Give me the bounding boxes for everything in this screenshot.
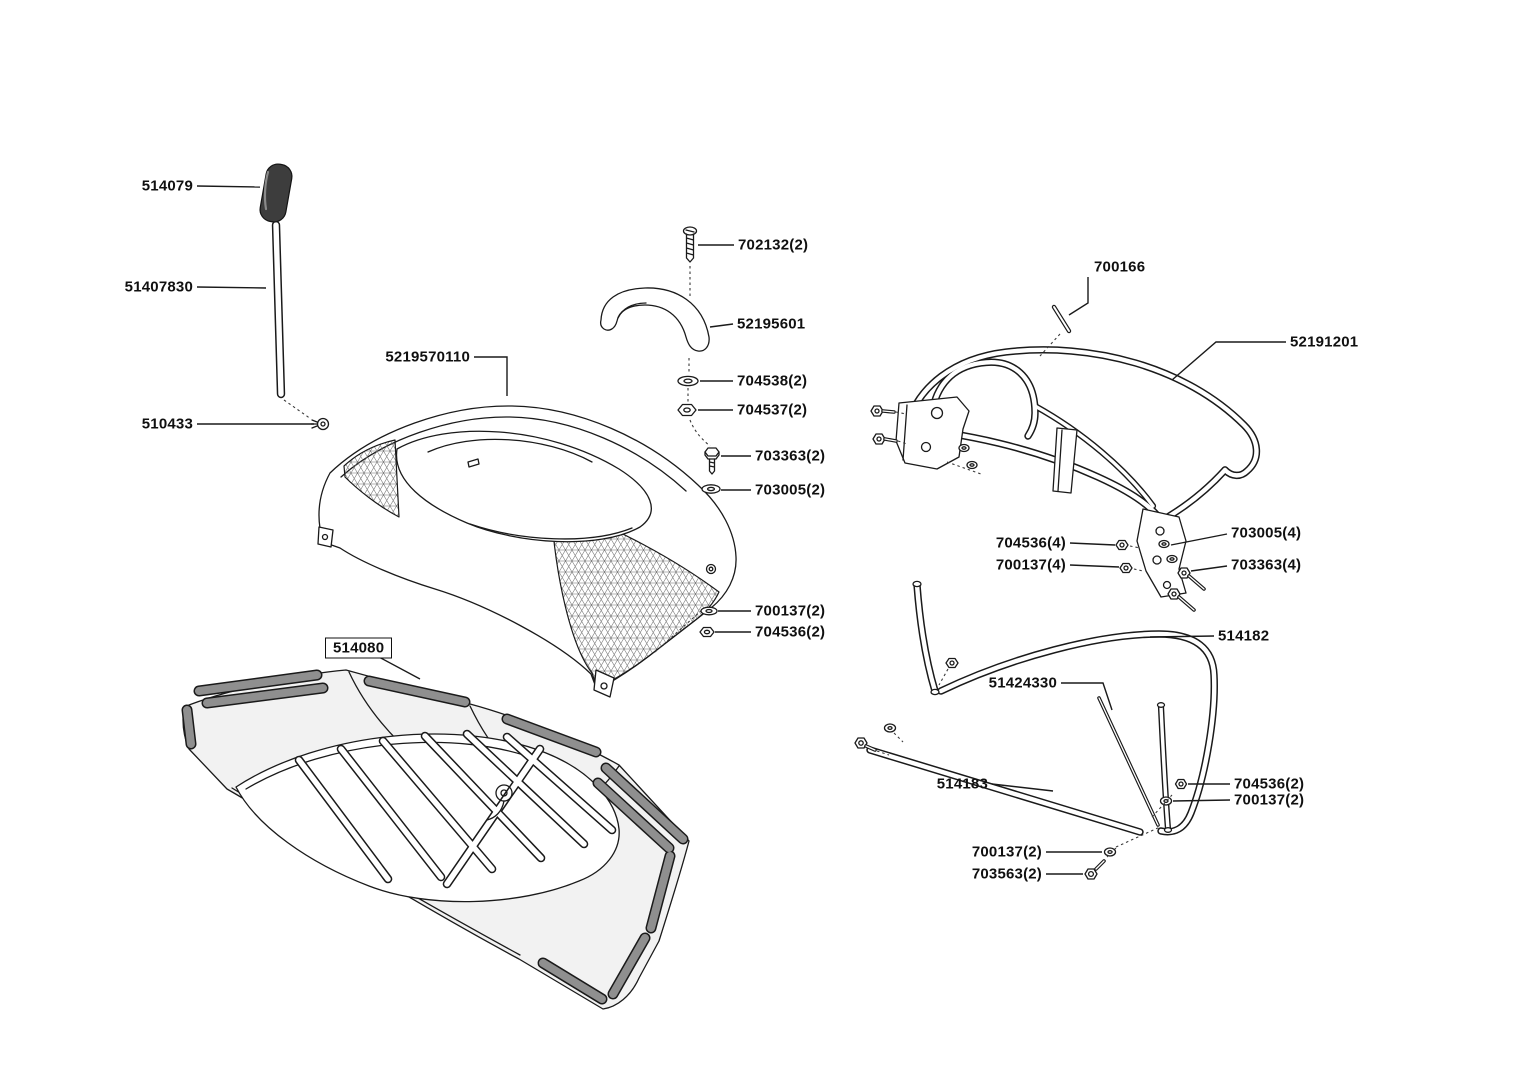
tonneau-cover-5219570110 bbox=[317, 405, 737, 698]
part-label-703005(4): 703005(4) bbox=[1231, 524, 1302, 542]
folded-cover-514080 bbox=[183, 669, 690, 1010]
handle-52195601 bbox=[599, 287, 710, 352]
grommet bbox=[705, 563, 717, 575]
washer-704538 bbox=[677, 375, 699, 387]
handle-grip-514079 bbox=[259, 163, 293, 223]
part-label-702132(2): 702132(2) bbox=[738, 236, 809, 254]
hinge-bolt-1 bbox=[1177, 567, 1206, 591]
mount-bracket bbox=[870, 396, 982, 475]
alignment-dots-rod bbox=[283, 399, 312, 420]
bracket-bolt-1 bbox=[870, 405, 907, 417]
leader-line-700137(2) bbox=[1172, 799, 1231, 802]
hinge-bolt-2 bbox=[1167, 588, 1196, 612]
hinge-washer-1 bbox=[1158, 539, 1170, 549]
leader-line-514079 bbox=[196, 185, 261, 188]
part-label-514182: 514182 bbox=[1218, 627, 1270, 645]
nut-704536-mid bbox=[699, 626, 715, 638]
frame-514182 bbox=[870, 580, 1214, 832]
leader-lines bbox=[196, 185, 1286, 875]
leader-line-700166 bbox=[1068, 277, 1089, 316]
part-label-51407830: 51407830 bbox=[124, 278, 193, 296]
leader-line-514183 bbox=[991, 783, 1054, 792]
part-label-51424330: 51424330 bbox=[988, 674, 1057, 692]
part-label-52195601: 52195601 bbox=[737, 315, 806, 333]
part-label-700137(4): 700137(4) bbox=[995, 556, 1066, 574]
part-label-704537(2): 704537(2) bbox=[737, 401, 808, 419]
part-label-700137(2): 700137(2) bbox=[1234, 791, 1305, 809]
part-label-700137(2): 700137(2) bbox=[755, 602, 826, 620]
washer-703005 bbox=[701, 484, 721, 494]
part-label-514079: 514079 bbox=[141, 177, 193, 195]
part-label-700166: 700166 bbox=[1094, 258, 1146, 276]
nut-704537 bbox=[677, 403, 697, 417]
part-label-52191201: 52191201 bbox=[1290, 333, 1359, 351]
leader-line-51424330 bbox=[1061, 682, 1113, 711]
assembly-axis-dots bbox=[687, 266, 711, 447]
hinge-nut-2 bbox=[1119, 562, 1144, 574]
part-label-5219570110: 5219570110 bbox=[385, 348, 470, 366]
part-label-514183: 514183 bbox=[936, 775, 988, 793]
cover-lid bbox=[395, 430, 652, 543]
part-label-704538(2): 704538(2) bbox=[737, 372, 808, 390]
screw-702132 bbox=[682, 226, 698, 263]
part-label-704536(2): 704536(2) bbox=[755, 623, 826, 641]
leader-line-700137(4) bbox=[1069, 564, 1120, 568]
mesh-panel-left bbox=[343, 439, 400, 518]
frame-fasteners-left bbox=[854, 657, 959, 756]
washer-700137-mid bbox=[700, 606, 718, 616]
part-label-700137(2): 700137(2) bbox=[971, 843, 1042, 861]
leader-line-51407830 bbox=[196, 286, 267, 289]
leader-line-703005(4) bbox=[1170, 533, 1228, 546]
part-label-704536(2): 704536(2) bbox=[1234, 775, 1305, 793]
leader-line-514080 bbox=[376, 655, 421, 680]
hinge-bracket bbox=[1115, 508, 1206, 612]
part-label-514080: 514080 bbox=[325, 637, 393, 659]
part-label-704536(4): 704536(4) bbox=[995, 534, 1066, 552]
hinge-nut-1 bbox=[1115, 539, 1141, 551]
bolt-703363 bbox=[704, 447, 720, 475]
rollbar-frame-52191201 bbox=[906, 350, 1256, 521]
leader-line-703363(4) bbox=[1190, 565, 1228, 572]
leader-line-52195601 bbox=[709, 323, 734, 328]
foot-tab-left bbox=[317, 526, 334, 548]
part-label-703563(2): 703563(2) bbox=[971, 865, 1042, 883]
leader-line-704536(4) bbox=[1069, 542, 1116, 546]
part-label-703363(2): 703363(2) bbox=[755, 447, 826, 465]
part-label-703363(4): 703363(4) bbox=[1231, 556, 1302, 574]
hinge-washer-2 bbox=[1166, 554, 1178, 564]
mesh-panel-right bbox=[550, 505, 720, 689]
part-label-703005(2): 703005(2) bbox=[755, 481, 826, 499]
frame-fasteners-right bbox=[1084, 778, 1188, 880]
leader-line-514182 bbox=[1149, 635, 1215, 638]
part-label-510433: 510433 bbox=[141, 415, 193, 433]
bracket-bolt-2 bbox=[872, 433, 908, 445]
leader-line-52191201 bbox=[1171, 341, 1286, 381]
pin-700166 bbox=[1039, 304, 1072, 357]
leader-line-5219570110 bbox=[474, 356, 508, 396]
